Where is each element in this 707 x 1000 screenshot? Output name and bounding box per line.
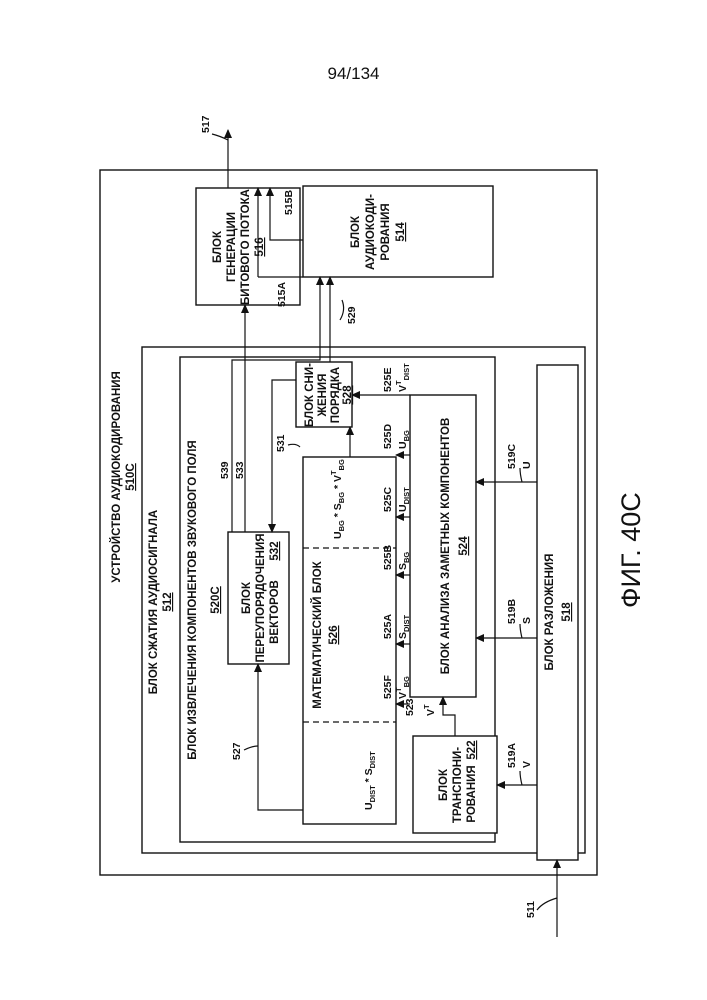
ref-519b: 519B (506, 598, 518, 624)
bitstream-line1: БЛОК (212, 230, 224, 263)
device-title: УСТРОЙСТВО АУДИОКОДИРОВАНИЯ (110, 371, 123, 583)
compression-ref: 512 (162, 592, 174, 611)
ref-519a: 519A (506, 742, 518, 768)
ref-525d: 525D (382, 423, 394, 449)
audio-line1: БЛОК (350, 215, 362, 248)
salient-title: БЛОК АНАЛИЗА ЗАМЕТНЫХ КОМПОНЕНТОВ (440, 418, 452, 675)
sym-s: S (521, 617, 533, 624)
audio-ref: 514 (395, 222, 407, 242)
decomposition-ref: 518 (561, 602, 573, 622)
bitstream-line2: ГЕНЕРАЦИИ (226, 212, 238, 282)
ref-539: 539 (219, 461, 231, 479)
transpose-line2: ТРАНСПОНИ- (452, 747, 464, 823)
ref-529: 529 (346, 306, 358, 324)
transpose-line1: БЛОК (438, 768, 450, 801)
ref-525e: 525E (382, 367, 394, 392)
audio-line2: АУДИОКОДИ- (365, 194, 377, 270)
device-ref: 510C (125, 463, 137, 491)
sym-u: U (521, 461, 533, 469)
transpose-line3: РОВАНИЯ (466, 765, 478, 822)
ref-511: 511 (525, 901, 537, 918)
bitstream-ref: 516 (254, 237, 266, 256)
ref-519c: 519C (506, 443, 518, 469)
order-line2: ЖЕНИЯ (317, 374, 329, 418)
sym-v: V (521, 761, 533, 768)
ref-517: 517 (200, 115, 212, 133)
math-ref: 526 (328, 625, 340, 644)
audio-line3: РОВАНИЯ (380, 203, 392, 260)
compression-title: БЛОК СЖАТИЯ АУДИОСИГНАЛА (148, 510, 160, 694)
figure-label: ФИГ. 40C (616, 492, 646, 608)
ref-525c: 525C (382, 486, 394, 512)
decomposition-title: БЛОК РАЗЛОЖЕНИЯ (544, 554, 556, 671)
reorder-line2: ПЕРЕУПОРЯДОЧЕНИЯ (255, 533, 267, 662)
order-line3: ПОРЯДКА (330, 367, 342, 423)
math-title: МАТЕМАТИЧЕСКИЙ БЛОК (311, 560, 324, 708)
ref-523: 523 (404, 698, 416, 716)
bitstream-line3: БИТОВОГО ПОТОКА (240, 189, 252, 305)
ref-525a: 525A (382, 613, 394, 639)
extraction-title: БЛОК ИЗВЛЕЧЕНИЯ КОМПОНЕНТОВ ЗВУКОВОГО ПО… (187, 440, 199, 759)
ref-533: 533 (234, 461, 246, 479)
ref-525b: 525B (382, 544, 394, 570)
reorder-line3: ВЕКТОРОВ (269, 580, 281, 644)
ref-531: 531 (275, 434, 287, 452)
order-line1: БЛОК СНИ- (304, 363, 316, 427)
ref-517-leader (212, 134, 228, 140)
reorder-ref: 532 (269, 541, 281, 560)
reorder-line1: БЛОК (241, 581, 253, 614)
transpose-ref: 522 (466, 740, 478, 759)
ref-525f: 525F (382, 674, 394, 699)
ref-511-leader (537, 898, 557, 910)
salient-ref: 524 (458, 536, 470, 556)
ref-527: 527 (231, 742, 243, 760)
ref-515b: 515B (283, 189, 295, 215)
ref-515a: 515A (276, 281, 288, 307)
extraction-ref: 520C (210, 586, 222, 614)
